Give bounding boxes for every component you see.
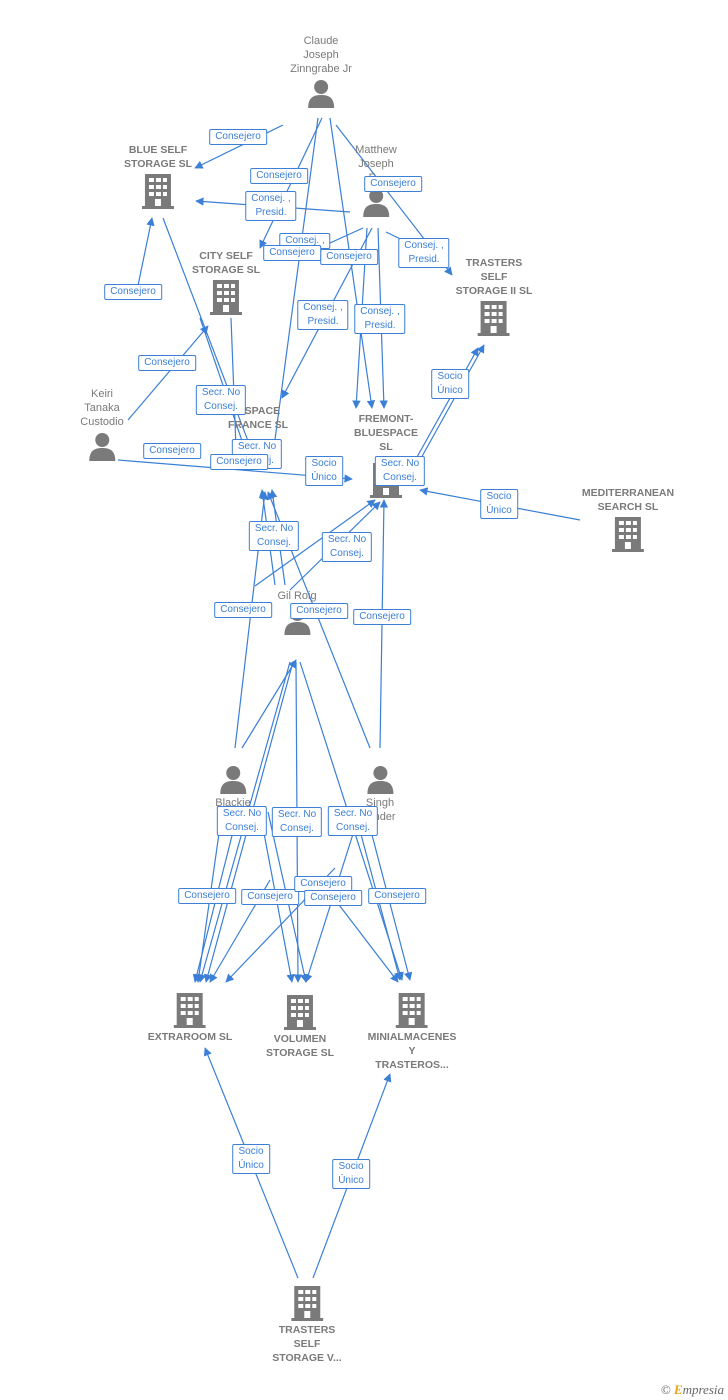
edge-label[interactable]: Secr. No Consej. [216,806,268,836]
building-icon [395,993,428,1028]
building-icon [141,174,174,209]
person-keiri-tanaka[interactable]: Keiri Tanaka Custodio [80,387,124,463]
company-name: MEDITERRANEAN SEARCH SL [581,487,675,513]
edge-label[interactable]: Secr. No Consej. [321,532,373,562]
edge-label[interactable]: Consejero [210,454,268,470]
person-name: Keiri Tanaka Custodio [80,388,124,428]
company-blue-self-storage[interactable]: BLUE SELF STORAGE SL [124,143,192,211]
edge-line [127,325,209,421]
company-name: EXTRAROOM SL [147,1031,233,1043]
company-trasters-self-storage-ii[interactable]: TRASTERS SELF STORAGE II SL [455,256,533,338]
person-icon [88,433,115,461]
company-name: CITY SELF STORAGE SL [191,250,261,276]
person-name: Gil Roig [277,590,317,602]
company-mediterranean-search[interactable]: MEDITERRANEAN SEARCH SL [582,486,674,554]
building-icon [209,280,242,315]
copyright-symbol: © [660,1382,671,1397]
person-blackie[interactable]: Blackie [215,762,251,810]
edge-label[interactable]: Secr. No Consej. [271,807,323,837]
company-name: ...SPACE FRANCE SL [227,405,289,431]
edge-label[interactable]: Socio Único [480,489,518,519]
edge-label[interactable]: Consejero [368,888,426,904]
edge-line [254,499,376,587]
person-matthew[interactable]: Matthew Joseph F... [355,143,397,219]
building-icon [283,995,316,1030]
edge-label[interactable]: Consejero [263,245,321,261]
person-claude-zinngrabe[interactable]: Claude Joseph Zinngrabe Jr [290,34,352,110]
edge-label[interactable]: Consej. , Presid. [297,300,349,330]
edge-label[interactable]: Consejero [178,888,236,904]
company-name: VOLUMEN STORAGE SL [265,1033,335,1059]
person-icon [307,80,334,108]
person-name: Claude Joseph Zinngrabe Jr [290,35,352,75]
edge-line [268,117,319,463]
building-icon [290,1286,323,1321]
edge-label[interactable]: Consejero [214,602,272,618]
building-icon [477,301,510,336]
company-trasters-self-storage-v[interactable]: TRASTERS SELF STORAGE V... [272,1283,342,1365]
building-icon [174,993,206,1028]
company-name: BLUE SELF STORAGE SL [123,144,193,170]
edge-label[interactable]: Socio Único [305,456,343,486]
company-minialmacenes[interactable]: MINIALMACENES Y TRASTEROS... [367,990,457,1072]
company-name: MINIALMACENES Y TRASTEROS... [367,1031,457,1071]
edge-label[interactable]: Consejero [138,355,196,371]
company-bluespace-france[interactable]: ...SPACE FRANCE SL [228,404,288,432]
brand-initial: E [673,1382,683,1397]
edge-label[interactable]: Secr. No Consej. [195,385,247,415]
edge-label[interactable]: Socio Único [232,1144,270,1174]
edge-label[interactable]: Socio Único [431,369,469,399]
edge-label[interactable]: Secr. No Consej. [248,521,300,551]
company-name: TRASTERS SELF STORAGE II SL [455,257,533,297]
edge-label[interactable]: Consejero [241,889,299,905]
edge-line [230,317,240,449]
company-name: TRASTERS SELF STORAGE V... [272,1324,342,1364]
edge-label[interactable]: Secr. No Consej. [374,456,426,486]
edge-label[interactable]: Consejero [364,176,422,192]
edge-line [162,217,258,463]
empresia-watermark: © Empresia [661,1382,724,1398]
edge-label[interactable]: Socio Único [332,1159,370,1189]
building-icon [611,517,644,552]
person-icon [367,766,393,794]
company-extraroom[interactable]: EXTRAROOM SL [147,990,233,1044]
edge-label[interactable]: Secr. No Consej. [327,806,379,836]
company-city-self-storage[interactable]: CITY SELF STORAGE SL [192,249,260,317]
edge-label[interactable]: Consejero [104,284,162,300]
person-icon [220,766,246,794]
edge-label[interactable]: Consej. , Presid. [354,304,406,334]
person-icon [362,189,389,217]
company-name: FREMONT- BLUESPACE SL [354,413,418,453]
company-volumen-storage[interactable]: VOLUMEN STORAGE SL [266,992,334,1060]
edge-label[interactable]: Consej. , Presid. [245,191,297,221]
edge-line [411,347,479,467]
edge-label[interactable]: Consej. , Presid. [398,238,450,268]
brand-name: mpresia [682,1382,724,1397]
company-fremont-bluespace[interactable]: FREMONT- BLUESPACE SL [354,412,418,454]
edge-label[interactable]: Consejero [209,129,267,145]
edge-label[interactable]: Consejero [304,890,362,906]
edge-label[interactable]: Consejero [353,609,411,625]
edge-line [194,124,284,169]
edge-label[interactable]: Consejero [320,249,378,265]
edge-line [419,344,485,461]
edge-label[interactable]: Consejero [290,603,348,619]
edge-label[interactable]: Consejero [250,168,308,184]
edge-label[interactable]: Consejero [143,443,201,459]
